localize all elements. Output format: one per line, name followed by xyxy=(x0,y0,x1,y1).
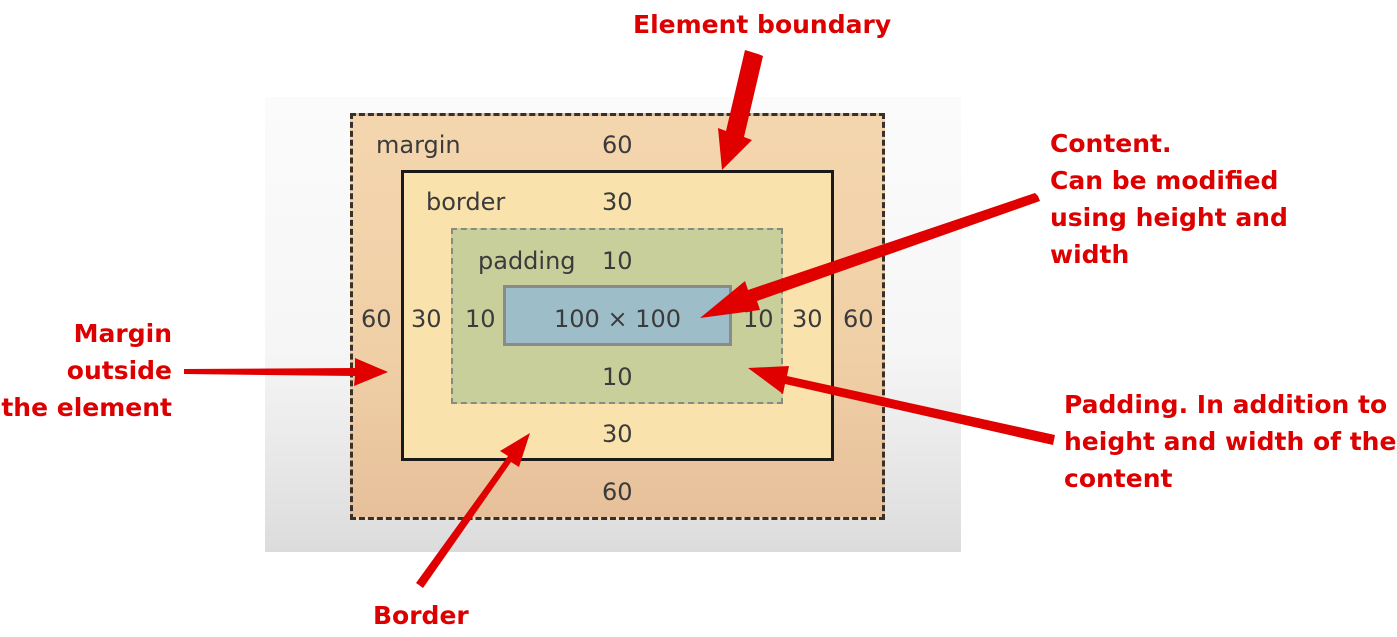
margin-annotation: Margin outside the element xyxy=(0,315,172,426)
element-boundary-annotation: Element boundary xyxy=(633,6,891,43)
padding-arrow xyxy=(748,366,1055,445)
annotation-line: the element xyxy=(1,393,172,422)
border-arrow xyxy=(416,433,530,588)
border-right-value: 30 xyxy=(792,305,823,333)
annotation-line: Border xyxy=(373,601,469,630)
margin-arrow xyxy=(184,358,388,386)
annotation-line: using height and xyxy=(1050,203,1288,232)
content-arrow xyxy=(700,193,1040,318)
margin-left-value: 60 xyxy=(361,305,392,333)
annotation-line: width xyxy=(1050,240,1130,269)
padding-annotation: Padding. In addition to height and width… xyxy=(1064,386,1396,497)
annotation-line: Can be modified xyxy=(1050,166,1279,195)
element-boundary-arrow xyxy=(718,50,763,170)
annotation-line: Padding. In addition to xyxy=(1064,390,1388,419)
border-top-value: 30 xyxy=(602,188,633,216)
padding-left-value: 10 xyxy=(465,305,496,333)
padding-top-value: 10 xyxy=(602,247,633,275)
border-bottom-value: 30 xyxy=(602,420,633,448)
padding-bottom-value: 10 xyxy=(602,363,633,391)
margin-label: margin xyxy=(376,131,461,159)
border-annotation: Border xyxy=(373,597,469,634)
content-box xyxy=(503,285,732,346)
margin-right-value: 60 xyxy=(843,305,874,333)
content-annotation: Content. Can be modified using height an… xyxy=(1050,125,1288,273)
padding-label: padding xyxy=(478,247,576,275)
annotation-line: content xyxy=(1064,464,1173,493)
annotation-line: Margin xyxy=(73,319,172,348)
annotation-line: outside xyxy=(66,356,172,385)
border-left-value: 30 xyxy=(411,305,442,333)
border-label: border xyxy=(426,188,506,216)
annotation-line: Content. xyxy=(1050,129,1172,158)
annotation-line: Element boundary xyxy=(633,10,892,39)
margin-top-value: 60 xyxy=(602,131,633,159)
margin-bottom-value: 60 xyxy=(602,478,633,506)
content-size-value: 100 × 100 xyxy=(554,305,681,333)
annotation-line: height and width of the xyxy=(1064,427,1397,456)
